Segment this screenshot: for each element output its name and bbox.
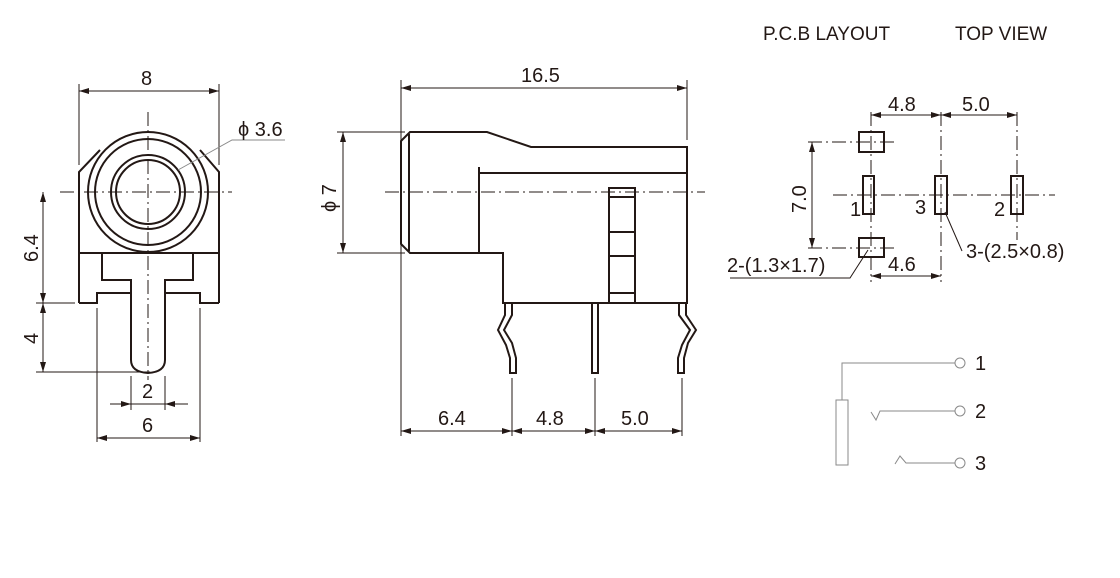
pcb-dim-pitch-b: 5.0 [962,94,990,116]
side-view: 16.5 ϕ 7 6.4 4.8 5.0 [319,65,705,436]
pcb-layout: 4.8 5.0 7.0 1 3 2 4.6 3-(2.5×0.8) 2-(1.3… [727,94,1064,282]
terminal-label-2: 2 [975,401,986,423]
dim-pin-length: 4 [21,333,43,344]
terminal-3-icon [954,457,966,469]
terminal-2-icon [954,405,966,417]
slot-note: 3-(2.5×0.8) [966,241,1064,263]
top-view-title: TOP VIEW [955,24,1047,45]
schematic: 1 2 3 [835,353,986,475]
pin-label-2: 2 [994,199,1005,221]
terminal-label-1: 1 [975,353,986,375]
pcb-layout-title: P.C.B LAYOUT [763,24,890,45]
pcb-dim-pitch-a: 4.8 [888,94,916,116]
dim-base-width: 6 [142,415,153,437]
pcb-dim-offset: 4.6 [888,254,916,276]
dim-upper-height: 6.4 [21,234,43,262]
front-view: 8 ϕ 3.6 6.4 4 2 6 [21,68,285,442]
pcb-dim-pad-spacing: 7.0 [789,185,811,213]
dim-diameter: ϕ 7 [319,184,341,212]
dim-length: 16.5 [521,65,560,87]
pad-note: 2-(1.3×1.7) [727,255,825,277]
pin-label-3: 3 [915,197,926,219]
dim-width: 8 [141,68,152,90]
dim-pitch-1: 6.4 [438,408,466,430]
dim-hole-diameter: ϕ 3.6 [238,119,283,141]
pin-label-1: 1 [850,199,861,221]
sleeve-contact [835,399,849,466]
dim-pin-width: 2 [142,381,153,403]
terminal-label-3: 3 [975,453,986,475]
dim-pitch-3: 5.0 [621,408,649,430]
dim-pitch-2: 4.8 [536,408,564,430]
terminal-1-icon [954,357,966,369]
